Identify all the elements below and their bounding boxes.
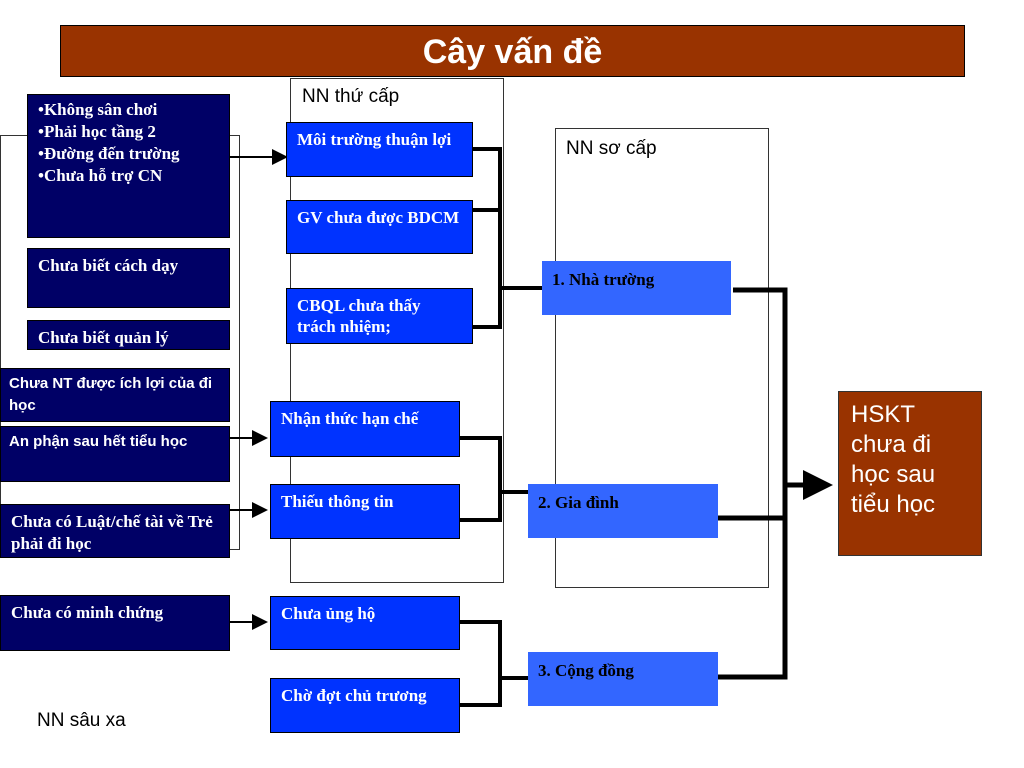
problem-result-box: HSKT chưa đi học sau tiểu học [838,391,982,556]
bracket-school [473,147,502,329]
list-item: Chưa hỗ trợ CN [38,165,219,187]
bracket-result [718,287,788,680]
no-support-box: Chưa ủng hộ [270,596,460,650]
infrastructure-issues-box: Không sân chơi Phải học tầng 2 Đường đến… [27,94,230,238]
page-title: Cây vấn đề [60,25,965,77]
managers-unaware-box: CBQL chưa thấy trách nhiệm; [286,288,473,344]
bracket-community [460,620,502,707]
no-law-box: Chưa có Luật/chế tài về Trẻ phải đi học [0,504,230,558]
no-teaching-skill-box: Chưa biết cách dạy [27,248,230,308]
lack-info-box: Thiếu thông tin [270,484,460,539]
no-evidence-box: Chưa có minh chứng [0,595,230,651]
community-cause-box: 3. Cộng đồng [528,652,718,706]
school-cause-box: 1. Nhà trường [542,261,731,315]
no-awareness-benefit-box: Chưa NT được ích lợi của đi học [0,368,230,422]
limited-awareness-box: Nhận thức hạn chế [270,401,460,457]
waiting-policy-box: Chờ đợt chủ trương [270,678,460,733]
content-after-primary-box: An phận sau hết tiểu học [0,426,230,482]
list-item: Phải học tầng 2 [38,121,219,143]
teachers-untrained-box: GV chưa được BDCM [286,200,473,254]
primary-causes-label: NN sơ cấp [566,138,657,159]
family-cause-box: 2. Gia đình [528,484,718,538]
no-management-skill-box: Chưa biết quản lý [27,320,230,350]
infrastructure-issues-list: Không sân chơi Phải học tầng 2 Đường đến… [38,99,219,187]
list-item: Đường đến trường [38,143,219,165]
bracket-family [460,436,502,522]
primary-causes-frame [555,128,769,588]
secondary-causes-label: NN thứ cấp [302,86,400,107]
deep-causes-label: NN sâu xa [37,710,126,731]
list-item: Không sân chơi [38,99,219,121]
favorable-environment-box: Môi trường thuận lợi [286,122,473,177]
